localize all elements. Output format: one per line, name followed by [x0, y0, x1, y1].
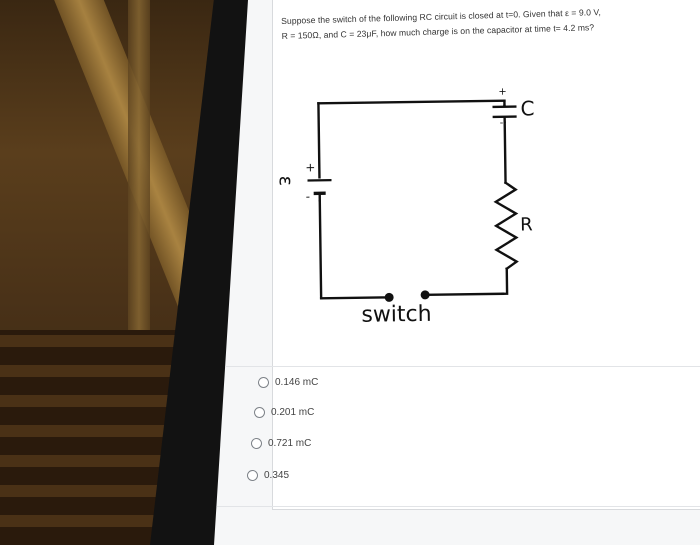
left-wire-lower: [318, 200, 323, 300]
capacitor-minus-sign: -: [499, 117, 504, 129]
answer-option-label: 0.201 mC: [271, 407, 315, 418]
bottom-wire-right: [425, 292, 505, 297]
rc-circuit-diagram: ε + - + - C R switch: [252, 86, 576, 345]
resistor-label: R: [519, 214, 533, 236]
question-card: [272, 0, 700, 510]
radio-button-icon[interactable]: [258, 377, 269, 388]
radio-button-icon[interactable]: [247, 470, 258, 481]
switch-label: switch: [361, 301, 432, 328]
capacitor-label: C: [520, 96, 535, 121]
switch-contact-left: [384, 292, 394, 302]
bottom-wire-left: [319, 296, 387, 300]
battery-plus-sign: +: [305, 160, 316, 175]
radio-button-icon[interactable]: [254, 407, 265, 418]
answer-option-4[interactable]: 0.345: [247, 470, 289, 481]
options-divider: [214, 366, 700, 367]
answer-option-1[interactable]: 0.146 mC: [258, 377, 318, 388]
answer-option-label: 0.345: [264, 470, 290, 481]
answer-option-3[interactable]: 0.721 mC: [251, 438, 311, 449]
emf-symbol: ε: [274, 175, 297, 187]
top-wire: [317, 99, 506, 105]
right-wire-mid: [503, 121, 507, 184]
radio-button-icon[interactable]: [251, 438, 262, 449]
laptop-screen: Suppose the switch of the following RC c…: [214, 0, 700, 545]
capacitor-plus-sign: +: [498, 86, 507, 98]
answer-option-label: 0.721 mC: [268, 438, 312, 449]
battery-minus-sign: -: [305, 189, 311, 204]
circuit-svg: [307, 99, 519, 302]
right-wire-bottom: [501, 267, 509, 295]
resistor-zigzag: [493, 181, 519, 271]
background-post: [128, 0, 150, 330]
answer-option-label: 0.146 mC: [275, 377, 319, 388]
switch-contact-right: [420, 290, 430, 300]
answer-option-2[interactable]: 0.201 mC: [254, 407, 314, 418]
card-bottom-divider: [214, 506, 700, 507]
left-wire-upper: [317, 102, 321, 179]
